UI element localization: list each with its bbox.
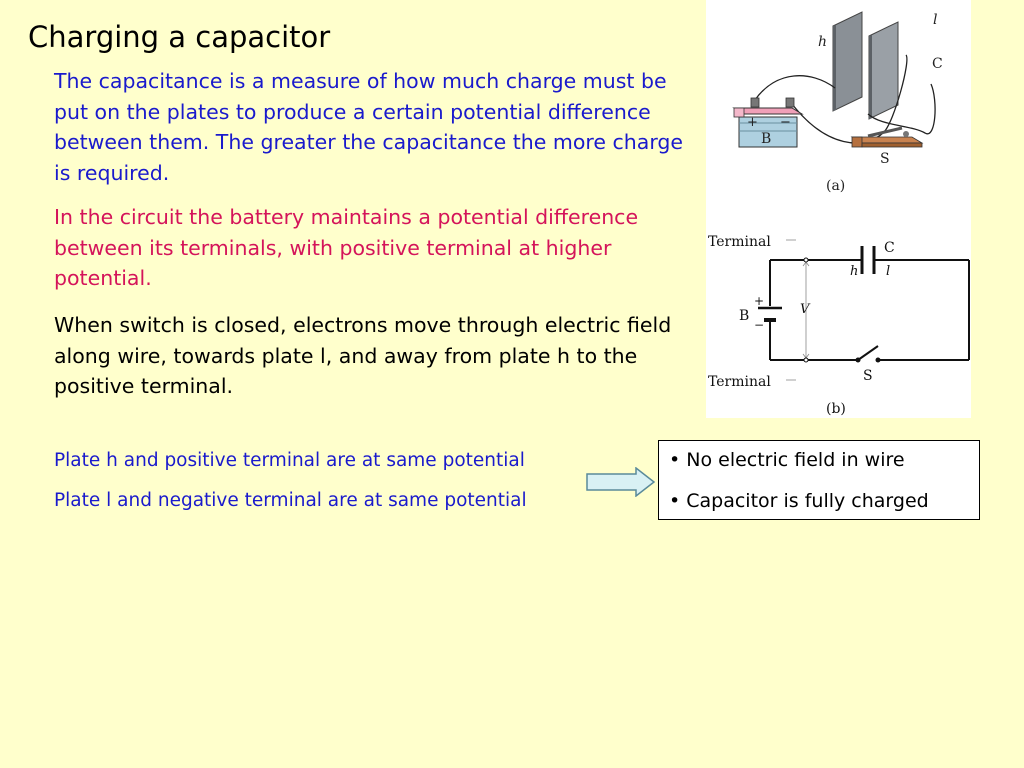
battery-plus-sign: + [747, 115, 758, 130]
result-fully-charged: • Capacitor is fully charged [669, 490, 929, 512]
caption-a: (a) [826, 178, 845, 194]
battery-minus-post [785, 97, 795, 108]
figure-a: + − B S h l C (a) [732, 11, 943, 194]
label-b-V: V [800, 302, 811, 317]
switch-terminal [875, 357, 881, 363]
plate-h-statement: Plate h and positive terminal are at sam… [54, 450, 525, 471]
switch-paragraph: When switch is closed, electrons move th… [54, 313, 672, 398]
label-terminal-bottom: Terminal [708, 374, 771, 390]
wire-l-to-switch [867, 83, 936, 135]
terminal-bottom-dot [803, 357, 809, 363]
circuit-illustration: + − B S h l C (a) [708, 11, 970, 417]
switch-base-end [851, 136, 863, 148]
switch-contact [903, 131, 909, 137]
label-b-h: h [850, 264, 858, 279]
result-no-field: • No electric field in wire [669, 449, 905, 471]
plate-l-edge [869, 35, 872, 119]
terminal-top-dot [803, 257, 809, 263]
label-a-S: S [880, 151, 890, 167]
schematic-switch [857, 345, 879, 361]
switch-base-front [861, 142, 923, 148]
label-b-B: B [739, 308, 749, 324]
battery-cap [733, 107, 745, 118]
label-a-l: l [933, 12, 937, 28]
label-b-C: C [884, 240, 895, 256]
label-terminal-top: Terminal [708, 234, 771, 250]
schematic-plus: + [754, 294, 764, 308]
right-arrow-icon [586, 467, 656, 497]
battery-body [738, 116, 798, 148]
schematic-minus: − [754, 318, 764, 332]
switch-lever [867, 126, 903, 138]
switch-base-top [850, 136, 924, 144]
caption-b: (b) [826, 401, 846, 417]
label-a-h: h [818, 34, 827, 50]
result-box: • No electric field in wire • Capacitor … [658, 440, 980, 520]
plate-l-statement: Plate l and negative terminal are at sam… [54, 490, 527, 511]
battery-plus-post [750, 97, 760, 108]
capacitance-paragraph: The capacitance is a measure of how much… [54, 69, 684, 185]
battery-paragraph: In the circuit the battery maintains a p… [54, 205, 639, 290]
label-a-C: C [932, 56, 943, 72]
wire-plus-to-h [754, 75, 836, 101]
battery-minus-sign: − [780, 115, 791, 130]
label-b-S: S [863, 368, 873, 384]
slide-title: Charging a capacitor [28, 20, 331, 54]
plate-l-shape [868, 21, 899, 120]
capacitor-figure: + − B S h l C (a) [706, 0, 971, 418]
plate-h-shape [832, 11, 863, 112]
label-b-l: l [886, 264, 890, 279]
plate-h-edge [833, 25, 836, 111]
label-a-B: B [761, 131, 771, 147]
figure-b: + − B V S Terminal Terminal C h l (b) [708, 234, 970, 417]
